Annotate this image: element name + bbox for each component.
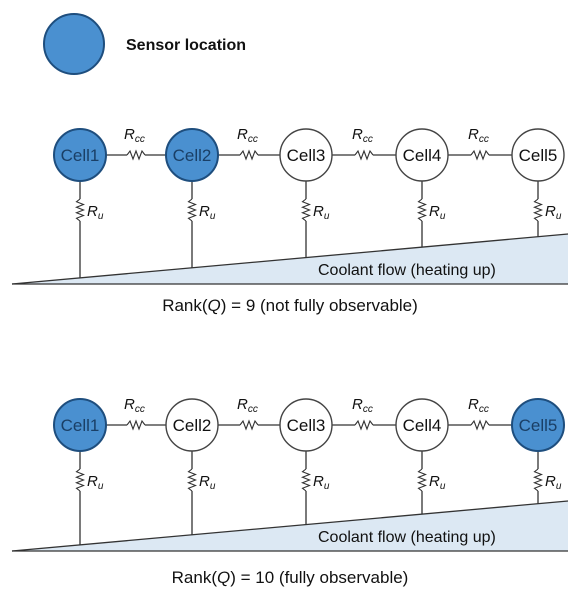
cell-label: Cell1 bbox=[61, 146, 100, 165]
rank-var: Q bbox=[208, 296, 221, 315]
rank-label: Rank(Q) = 9 (not fully observable) bbox=[162, 296, 418, 315]
sensor-cell-circle bbox=[53, 398, 107, 452]
rcc-label: Rcc bbox=[468, 126, 489, 145]
ru-label: Ru bbox=[87, 473, 104, 492]
ru-label: Ru bbox=[545, 473, 562, 492]
ru-label: Ru bbox=[429, 473, 446, 492]
rank-var: Q bbox=[217, 568, 230, 587]
cell-node: Cell2 bbox=[165, 128, 219, 182]
cell-label: Cell4 bbox=[403, 146, 442, 165]
ru-label: Ru bbox=[313, 473, 330, 492]
cell-label: Cell4 bbox=[403, 416, 442, 435]
legend-label: Sensor location bbox=[126, 37, 246, 54]
ru-resistor-icon bbox=[186, 198, 198, 222]
rank-suffix: ) = 9 (not fully observable) bbox=[221, 296, 418, 315]
cell-node: Cell1 bbox=[53, 398, 107, 452]
cell-circle bbox=[395, 398, 449, 452]
cell-circle bbox=[165, 398, 219, 452]
coolant-flow-label: Coolant flow (heating up) bbox=[318, 262, 496, 279]
ru-resistor-icon bbox=[74, 468, 86, 492]
rcc-resistor-icon bbox=[126, 149, 146, 161]
cell-circle bbox=[279, 128, 333, 182]
coolant-hypotenuse bbox=[11, 233, 569, 285]
cell-label: Cell3 bbox=[287, 416, 326, 435]
coolant-hypotenuse bbox=[11, 500, 569, 552]
cell-label: Cell2 bbox=[173, 416, 212, 435]
cell-label: Cell3 bbox=[287, 146, 326, 165]
cell-circle bbox=[395, 128, 449, 182]
rcc-resistor-icon bbox=[239, 149, 259, 161]
ru-resistor-icon bbox=[532, 468, 544, 492]
rcc-label: Rcc bbox=[468, 396, 489, 415]
cell-node: Cell3 bbox=[279, 128, 333, 182]
cell-circle bbox=[279, 398, 333, 452]
ru-label: Ru bbox=[87, 203, 104, 222]
ru-resistor-icon bbox=[300, 198, 312, 222]
ru-resistor-icon bbox=[186, 468, 198, 492]
rank-prefix: Rank( bbox=[162, 296, 208, 315]
cell-node: Cell5 bbox=[511, 128, 565, 182]
cell-node: Cell5 bbox=[511, 398, 565, 452]
rcc-label: Rcc bbox=[237, 126, 258, 145]
ru-label: Ru bbox=[199, 203, 216, 222]
cell-node: Cell2 bbox=[165, 398, 219, 452]
ru-resistors: Ru Ru Ru Ru Ru bbox=[74, 181, 562, 278]
ru-label: Ru bbox=[313, 203, 330, 222]
cells: Cell1 Cell2 Cell3 Cell4 Cell5 bbox=[53, 128, 565, 182]
sensor-cell-circle bbox=[165, 128, 219, 182]
rcc-resistor-icon bbox=[470, 149, 490, 161]
ru-resistor-icon bbox=[532, 198, 544, 222]
rcc-resistor-icon bbox=[126, 419, 146, 431]
ru-resistor-icon bbox=[300, 468, 312, 492]
rcc-resistor-icon bbox=[354, 419, 374, 431]
rcc-label: Rcc bbox=[124, 126, 145, 145]
sensor-cell-circle bbox=[53, 128, 107, 182]
ru-resistors: Ru Ru Ru Ru Ru bbox=[74, 451, 562, 545]
sensor-cell-circle bbox=[511, 398, 565, 452]
cell-node: Cell4 bbox=[395, 398, 449, 452]
cell-node: Cell4 bbox=[395, 128, 449, 182]
rcc-label: Rcc bbox=[352, 396, 373, 415]
ru-label: Ru bbox=[545, 203, 562, 222]
cell-node: Cell3 bbox=[279, 398, 333, 452]
ru-resistor-icon bbox=[74, 198, 86, 222]
rcc-resistors: Rcc Rcc Rcc Rcc bbox=[106, 126, 512, 161]
rank-suffix: ) = 10 (fully observable) bbox=[230, 568, 408, 587]
rcc-resistor-icon bbox=[470, 419, 490, 431]
cell-label: Cell2 bbox=[173, 146, 212, 165]
cell-label: Cell1 bbox=[61, 416, 100, 435]
ru-resistor-icon bbox=[416, 468, 428, 492]
rcc-resistors: Rcc Rcc Rcc Rcc bbox=[106, 396, 512, 431]
cell-node: Cell1 bbox=[53, 128, 107, 182]
ru-label: Ru bbox=[199, 473, 216, 492]
cell-label: Cell5 bbox=[519, 146, 558, 165]
coolant-flow-label: Coolant flow (heating up) bbox=[318, 529, 496, 546]
cell-circle bbox=[511, 128, 565, 182]
rank-prefix: Rank( bbox=[172, 568, 218, 587]
rcc-resistor-icon bbox=[354, 149, 374, 161]
sensor-legend-icon bbox=[43, 13, 105, 75]
cell-label: Cell5 bbox=[519, 416, 558, 435]
rank-label: Rank(Q) = 10 (fully observable) bbox=[172, 568, 409, 587]
cells: Cell1 Cell2 Cell3 Cell4 Cell5 bbox=[53, 398, 565, 452]
ru-resistor-icon bbox=[416, 198, 428, 222]
rcc-resistor-icon bbox=[239, 419, 259, 431]
legend: Sensor location bbox=[43, 13, 246, 75]
rcc-label: Rcc bbox=[352, 126, 373, 145]
rcc-label: Rcc bbox=[124, 396, 145, 415]
rcc-label: Rcc bbox=[237, 396, 258, 415]
ru-label: Ru bbox=[429, 203, 446, 222]
